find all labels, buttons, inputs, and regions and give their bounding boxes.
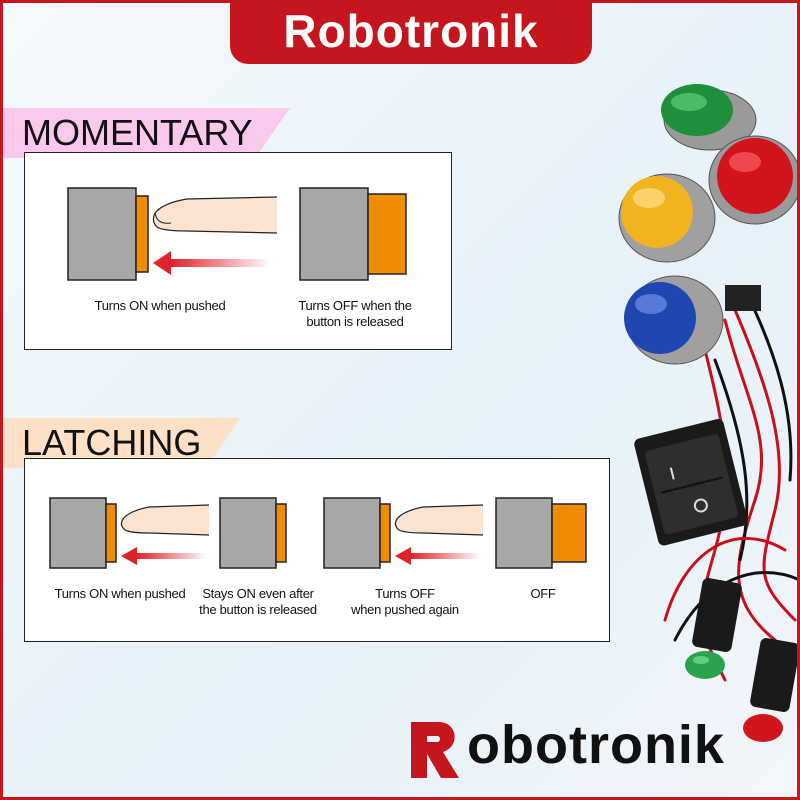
latching-caption-off: OFF (530, 586, 556, 601)
latching-stays-on-diagram (219, 497, 287, 569)
red-push-button (708, 135, 800, 225)
latching-caption-pushed-again: Turns OFF when pushed again (351, 586, 459, 617)
rocker-switch (634, 419, 748, 546)
latching-title: LATCHING (22, 422, 202, 463)
switch-hardware-illustration (618, 84, 800, 742)
latching-caption-stays-on: Stays ON even after the button is releas… (199, 586, 317, 617)
robotronik-r-logo-icon (411, 722, 459, 778)
momentary-title: MOMENTARY (22, 112, 253, 153)
brand-name-bottom: obotronik (467, 715, 725, 775)
small-green-push-button (685, 578, 742, 679)
momentary-pushed-diagram (67, 187, 277, 281)
brand-banner-top: Robotronik (230, 0, 592, 64)
latching-panel: Turns ON when pushed Stays ON even after… (24, 458, 610, 642)
yellow-push-button (618, 173, 716, 263)
green-push-button (661, 84, 757, 151)
blue-push-button (624, 275, 761, 365)
momentary-caption-pushed: Turns ON when pushed (94, 298, 226, 313)
brand-name-top: Robotronik (283, 5, 539, 57)
momentary-released-diagram (299, 187, 407, 281)
latching-pushed-diagram (49, 497, 209, 569)
latching-pushed-again-diagram (323, 497, 483, 569)
latching-off-diagram (495, 497, 587, 569)
latching-caption-pushed: Turns ON when pushed (54, 586, 186, 601)
small-red-push-button (743, 638, 800, 742)
momentary-banner: MOMENTARY (0, 108, 290, 158)
brand-logo-bottom: obotronik (405, 708, 785, 788)
momentary-caption-released: Turns OFF when the button is released (298, 298, 412, 329)
momentary-panel: Turns ON when pushed Turns OFF when the … (24, 152, 452, 350)
